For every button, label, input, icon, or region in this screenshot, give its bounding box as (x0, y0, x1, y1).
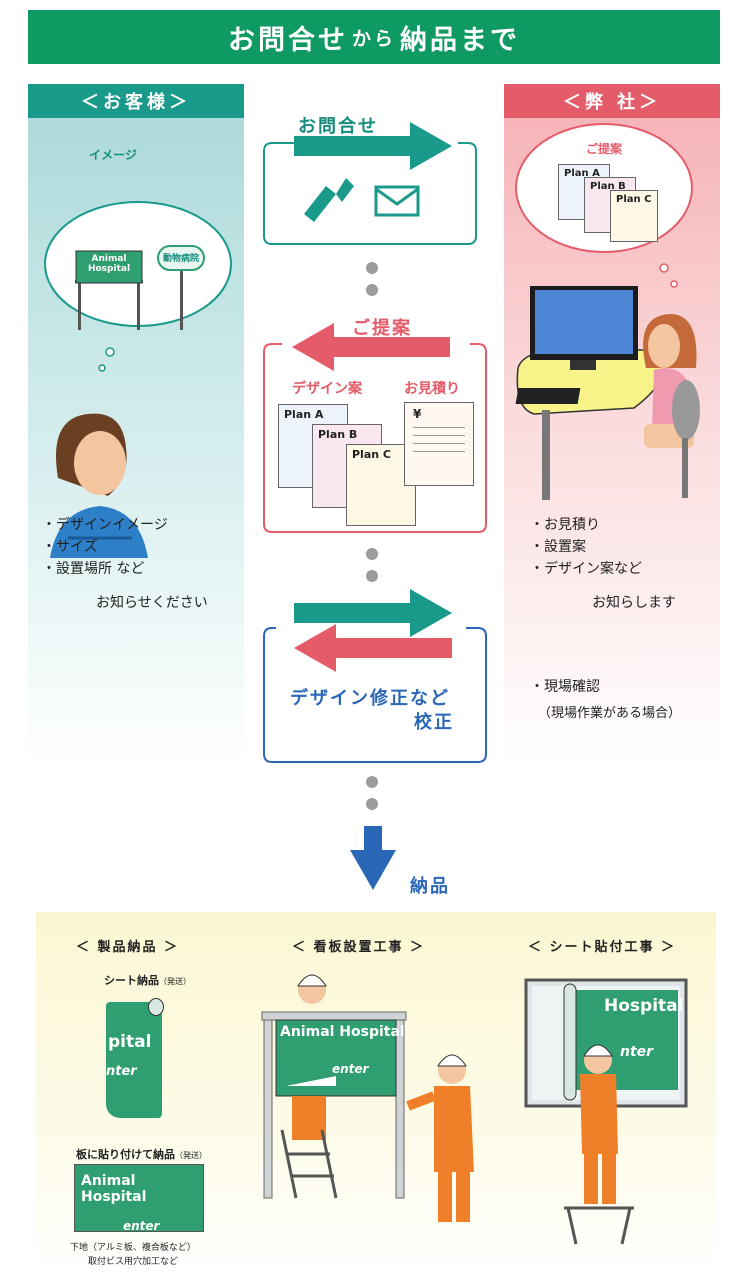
flow-dot (366, 262, 378, 274)
shipping-text: （発送） (159, 977, 191, 986)
shipping-text2: （発送） (175, 1151, 207, 1160)
helmet-icon (297, 974, 327, 987)
company-bullets: ・お見積り ・設置案 ・デザイン案など (530, 514, 642, 580)
window-sign-title: Hospital (604, 996, 684, 1016)
right-arrow-icon (410, 589, 452, 637)
inquiry-label: お問合せ (298, 116, 378, 137)
flow-dot (366, 776, 378, 788)
customer-panel: ＜お客様＞ イメージ Animal Hospital 動物病院 ・デザインイメー… (28, 84, 244, 766)
delivery-label: 納品 (410, 876, 450, 897)
ladder-icon (280, 1129, 338, 1199)
inquiry-box (263, 142, 477, 245)
company-panel: ＜弊 社＞ ご提案 Plan A Plan B Plan C ・お見積り ・設置… (504, 84, 720, 766)
sign-icon (75, 250, 143, 284)
face (74, 431, 126, 495)
left-arrow-icon (294, 624, 336, 672)
window-sign (568, 990, 678, 1090)
company-header: ＜弊 社＞ (504, 84, 720, 118)
customer-thought-title: イメージ (89, 148, 137, 162)
face (648, 324, 680, 368)
sheet-text2: nter (106, 1064, 137, 1079)
install-sign-title: Animal Hospital (280, 1024, 405, 1040)
company-bullet: ・設置案 (530, 539, 586, 555)
customer-note: お知らせください (96, 595, 208, 611)
board-delivery-text: 板に貼り付けて納品 (76, 1148, 175, 1161)
company-extra-bullet: ・現場確認 (530, 679, 600, 695)
company-bullet: ・デザイン案など (530, 561, 642, 577)
down-arrow-icon (350, 850, 396, 890)
customer-bullets: ・デザインイメージ ・サイズ ・設置場所 など (42, 514, 168, 580)
yen-icon: ¥ (413, 407, 422, 421)
keyboard-icon (515, 388, 581, 404)
sheet-delivery-text: シート納品 (104, 974, 159, 987)
sheet-install-illustration (524, 978, 688, 1245)
title-part1: お問合せ (227, 24, 348, 56)
customer-bullet: ・デザインイメージ (42, 517, 168, 533)
window-sign-enter: nter (620, 1044, 654, 1060)
company-extra-note: （現場作業がある場合） (538, 706, 682, 721)
board-sign: Animal Hospital enter (74, 1164, 204, 1233)
install-head: ＜ 看板設置工事 ＞ (292, 940, 426, 955)
page-title: お問合せ から 納品まで (28, 10, 720, 64)
design-label: デザイン案 (292, 381, 362, 397)
right-arrow-icon (410, 122, 452, 170)
sheet-head: ＜ シート貼付工事 ＞ (528, 940, 677, 955)
customer-illustration (44, 201, 232, 558)
company-thought-title: ご提案 (585, 142, 622, 156)
step-ladder-icon (564, 1206, 634, 1245)
company-note: お知らします (592, 595, 676, 611)
board-delivery-note: 板に貼り付けて納品（発送） (76, 1146, 207, 1162)
revision-line1: デザイン修正など (290, 688, 450, 709)
phone-icon (304, 178, 354, 222)
customer-header: ＜お客様＞ (28, 84, 244, 118)
base-note1: 下地（アルミ板、複合板など） (70, 1243, 196, 1253)
mail-icon (374, 185, 420, 217)
product-head: ＜ 製品納品 ＞ (76, 940, 180, 955)
estimate-sheet: ¥ (404, 402, 474, 486)
install-illustration (261, 974, 474, 1222)
flow-dot (366, 798, 378, 810)
flow-dot (366, 284, 378, 296)
rolled-sheet: pital nter (106, 1002, 162, 1118)
roll-end (148, 998, 164, 1016)
round-sign-icon (157, 245, 205, 271)
customer-bullet: ・設置場所 など (42, 561, 145, 577)
company-bullet: ・お見積り (530, 517, 600, 533)
base-note2: 取付ビス用穴加工など (88, 1257, 179, 1267)
company-plan-c: Plan C (610, 190, 658, 242)
helmet-icon (437, 1054, 467, 1067)
left-arrow-icon (292, 323, 334, 371)
flow-dot (366, 570, 378, 582)
revision-line2: 校正 (414, 712, 454, 733)
flow-dot (366, 548, 378, 560)
install-sign-enter: enter (332, 1062, 369, 1076)
sheet-text1: pital (108, 1032, 152, 1052)
chair (672, 380, 700, 440)
title-part2: から (351, 27, 396, 50)
sheet-delivery-note: シート納品（発送） (104, 972, 191, 988)
board-title: Animal Hospital (81, 1173, 147, 1205)
customer-bullet: ・サイズ (42, 539, 98, 555)
shirt (50, 506, 148, 558)
delivery-panel: ＜ 製品納品 ＞ ＜ 看板設置工事 ＞ ＜ シート貼付工事 ＞ シート納品（発送… (36, 912, 716, 1278)
customer-round-sign-text: 動物病院 (162, 254, 199, 264)
title-part3: 納品まで (400, 24, 520, 56)
proposal-label: ご提案 (352, 318, 412, 339)
estimate-label: お見積り (404, 381, 460, 397)
customer-sign-text: Animal Hospital (87, 254, 131, 274)
board-enter: enter (123, 1219, 160, 1233)
helmet-icon (583, 1044, 613, 1057)
